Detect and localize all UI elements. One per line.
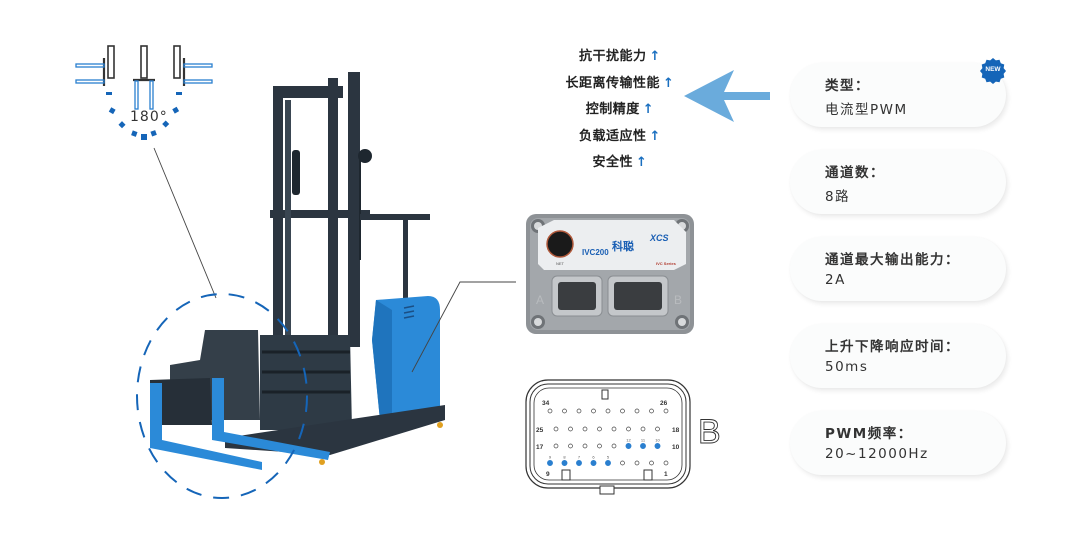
pin-number-label: 6 xyxy=(592,455,595,460)
pin xyxy=(547,408,553,414)
svg-text:B: B xyxy=(698,413,721,449)
pin-label-9: 9 xyxy=(546,471,550,478)
port-b-label: B xyxy=(674,293,682,307)
spec-card-pwm-frequency: PWM频率： 20~12000Hz xyxy=(790,411,1006,475)
spec-value: 电流型PWM xyxy=(825,102,908,118)
pin xyxy=(634,408,640,414)
pin xyxy=(611,426,617,432)
pin xyxy=(626,426,631,432)
pin-highlighted xyxy=(576,460,582,466)
pin xyxy=(649,460,654,466)
fork-right-icon xyxy=(173,45,213,86)
connector-pinout-diagram: 12 11 10 9 8 7 6 5 34 26 25 18 17 10 9 1 xyxy=(525,379,691,495)
benefit-item: 控制精度↑ xyxy=(585,102,655,117)
pin-highlighted xyxy=(547,460,553,466)
rotation-angle-label: 180° xyxy=(130,109,168,125)
pin-number-label: 10 xyxy=(655,438,660,443)
spec-label: 上升下降响应时间： xyxy=(825,339,960,355)
pin xyxy=(597,443,602,449)
arrow-up-icon: ↑ xyxy=(642,102,655,117)
pin xyxy=(568,426,573,432)
pin-label-18: 18 xyxy=(672,427,680,434)
connector-side-letter: B xyxy=(698,413,722,449)
arrow-up-icon: ↑ xyxy=(649,128,661,144)
pin xyxy=(591,408,596,414)
pin-highlighted xyxy=(561,460,568,466)
pin-number-label: 12 xyxy=(626,438,631,443)
pin xyxy=(620,460,625,466)
pin xyxy=(582,426,588,432)
pin xyxy=(649,408,654,414)
pin xyxy=(568,443,573,449)
pin-highlighted xyxy=(605,460,611,466)
pin xyxy=(562,408,567,414)
spec-card-response-time: 上升下降响应时间： 50ms xyxy=(790,324,1006,388)
pin xyxy=(597,426,602,432)
benefit-item: 负载适应性↑ xyxy=(579,128,661,144)
brand-logo: XCS xyxy=(649,233,669,243)
pin xyxy=(576,408,582,414)
pin-label-34: 34 xyxy=(542,400,550,407)
spec-label: 通道最大输出能力： xyxy=(825,252,960,268)
rotation-arc-icon xyxy=(106,92,182,140)
port-a-label: A xyxy=(536,293,544,307)
controller-image: NET IVC200 科聪 XCS IVC Series A B xyxy=(526,214,694,334)
spec-label: 通道数： xyxy=(825,165,885,181)
new-badge: NEW xyxy=(979,58,1007,84)
spec-value: 50ms xyxy=(825,359,869,375)
pin xyxy=(620,408,625,414)
port-label: NET xyxy=(556,261,565,266)
pin-label-10: 10 xyxy=(672,444,680,451)
spec-value: 8路 xyxy=(825,189,851,205)
model-label: IVC200 xyxy=(582,248,609,257)
arrow-left-icon xyxy=(684,70,770,122)
pin-highlighted xyxy=(654,443,661,449)
pin-number-label: 9 xyxy=(549,455,552,460)
pin xyxy=(553,426,559,432)
pin-label-17: 17 xyxy=(536,444,544,451)
pin xyxy=(634,460,640,466)
pin xyxy=(553,443,559,449)
pin-highlighted xyxy=(625,443,632,449)
pin-number-label: 11 xyxy=(641,438,646,443)
pin xyxy=(640,426,646,432)
pin xyxy=(605,408,611,414)
benefits-list: 抗干扰能力↑ 长距离传输性能↑ 控制精度↑ 负载适应性↑ 安全性↑ xyxy=(520,44,720,177)
pin xyxy=(655,426,660,432)
pin xyxy=(663,460,669,466)
spec-value: 20~12000Hz xyxy=(825,446,929,462)
rotation-diagram xyxy=(75,45,213,140)
arrow-up-icon: ↑ xyxy=(649,49,661,64)
arrow-up-icon: ↑ xyxy=(636,155,648,170)
pin-number-label: 7 xyxy=(578,455,581,460)
pin-highlighted xyxy=(590,460,597,466)
series-label: IVC Series xyxy=(656,261,677,266)
badge-star-icon xyxy=(980,58,1006,84)
pin-label-1: 1 xyxy=(664,471,668,478)
spec-label: PWM频率： xyxy=(825,426,913,442)
pin-number-label: 8 xyxy=(563,455,566,460)
brand-cn-label: 科聪 xyxy=(612,239,634,253)
spec-card-max-output: 通道最大输出能力： 2A xyxy=(790,237,1006,301)
benefit-item: 抗干扰能力↑ xyxy=(579,49,661,64)
spec-label: 类型： xyxy=(825,78,870,94)
pin-number-label: 5 xyxy=(607,455,610,460)
fork-left-icon xyxy=(75,45,115,86)
arrow-up-icon: ↑ xyxy=(663,75,675,91)
pin-highlighted xyxy=(640,443,646,449)
pin-label-25: 25 xyxy=(536,427,544,434)
fork-middle-icon xyxy=(133,45,155,110)
pin-label-26: 26 xyxy=(660,400,668,407)
pin xyxy=(582,443,588,449)
spec-card-type: 类型： 电流型PWM xyxy=(790,63,1006,127)
benefit-item: 安全性↑ xyxy=(592,155,648,170)
benefit-item: 长距离传输性能↑ xyxy=(565,75,675,91)
spec-card-channels: 通道数： 8路 xyxy=(790,150,1006,214)
pin xyxy=(611,443,617,449)
pin-grid: 12 11 10 9 8 7 6 5 xyxy=(547,408,669,466)
forklift-image xyxy=(136,72,516,499)
spec-value: 2A xyxy=(825,272,846,288)
pin xyxy=(663,408,669,414)
